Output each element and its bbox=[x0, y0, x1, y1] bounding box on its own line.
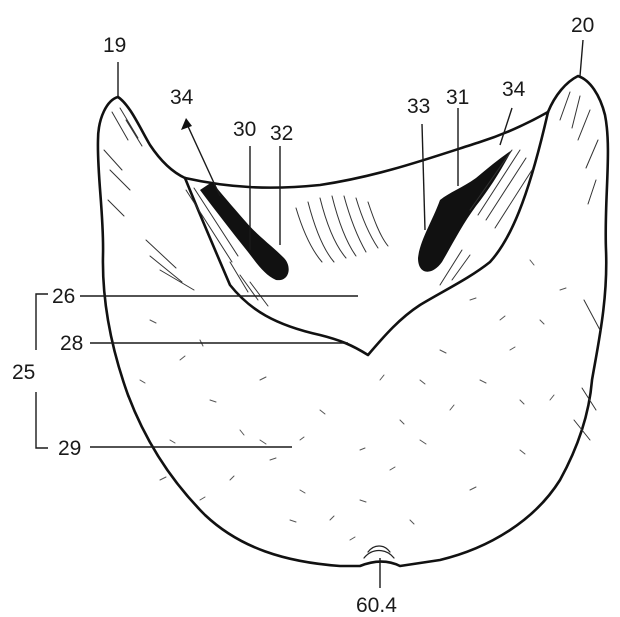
bracket-25 bbox=[36, 294, 48, 448]
tooth-outline bbox=[98, 76, 608, 566]
label-33: 33 bbox=[407, 95, 430, 118]
labels: 19 20 34 30 32 33 31 34 26 28 25 29 60.4 bbox=[12, 14, 594, 617]
label-34-left: 34 bbox=[170, 86, 194, 109]
leader-34-left bbox=[186, 122, 220, 196]
infundibulum-left bbox=[186, 182, 289, 306]
label-30: 30 bbox=[233, 118, 256, 141]
label-31: 31 bbox=[446, 86, 469, 109]
label-26: 26 bbox=[52, 285, 75, 308]
leader-34-right bbox=[500, 108, 512, 145]
label-29: 29 bbox=[58, 437, 81, 460]
label-19: 19 bbox=[103, 34, 126, 57]
arrowhead-34-left bbox=[181, 118, 192, 130]
label-34-right: 34 bbox=[502, 78, 526, 101]
surface-texture bbox=[104, 92, 600, 558]
label-25: 25 bbox=[12, 361, 35, 384]
infundibulum-right bbox=[418, 150, 532, 285]
leader-33 bbox=[422, 124, 425, 230]
label-20: 20 bbox=[571, 14, 594, 37]
leader-20 bbox=[580, 40, 583, 76]
label-28: 28 bbox=[60, 332, 83, 355]
label-32: 32 bbox=[270, 122, 293, 145]
label-60-4: 60.4 bbox=[356, 594, 397, 617]
